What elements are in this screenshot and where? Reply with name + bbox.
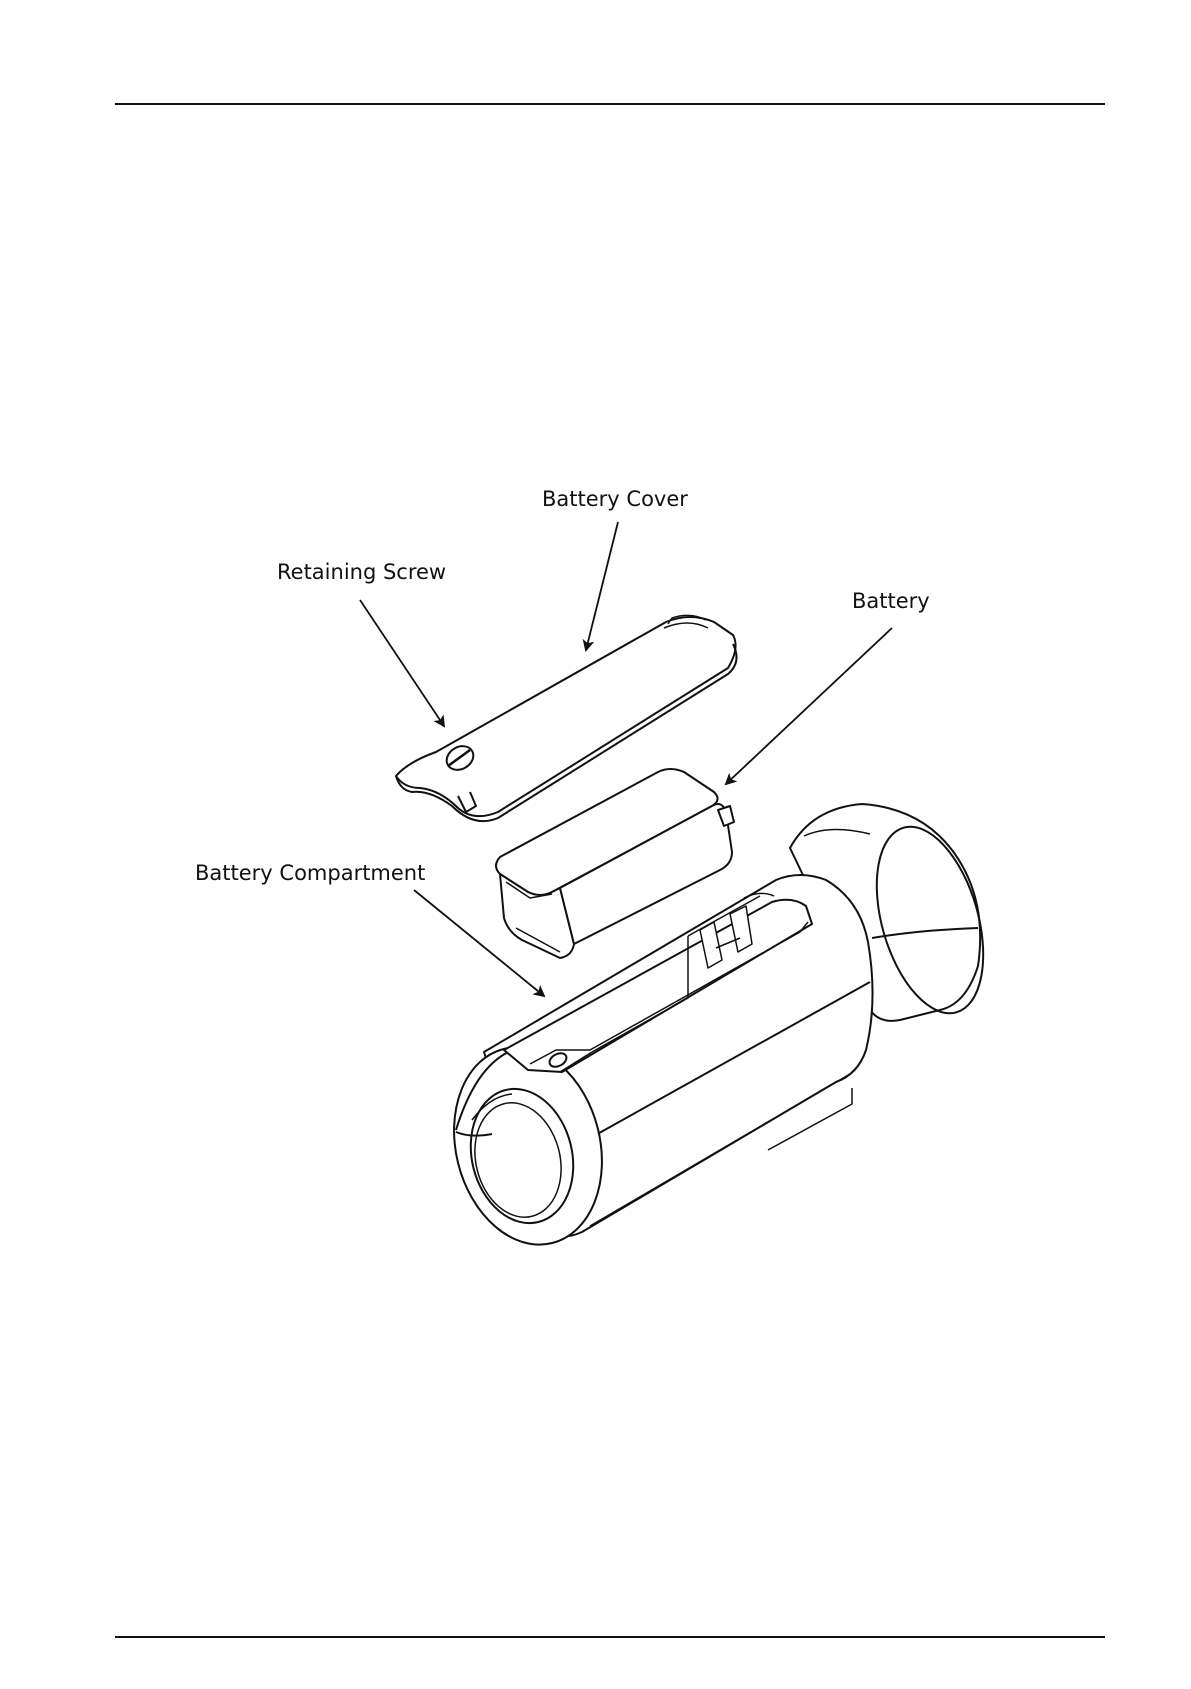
label-battery-compartment: Battery Compartment [195,861,425,885]
arrow-battery [726,628,892,784]
arrow-retaining-screw [360,600,444,726]
label-retaining-screw: Retaining Screw [277,560,446,584]
footer-rule [115,1636,1105,1638]
label-battery: Battery [852,589,930,613]
label-battery-cover: Battery Cover [542,487,688,511]
arrow-battery-cover [586,522,618,650]
